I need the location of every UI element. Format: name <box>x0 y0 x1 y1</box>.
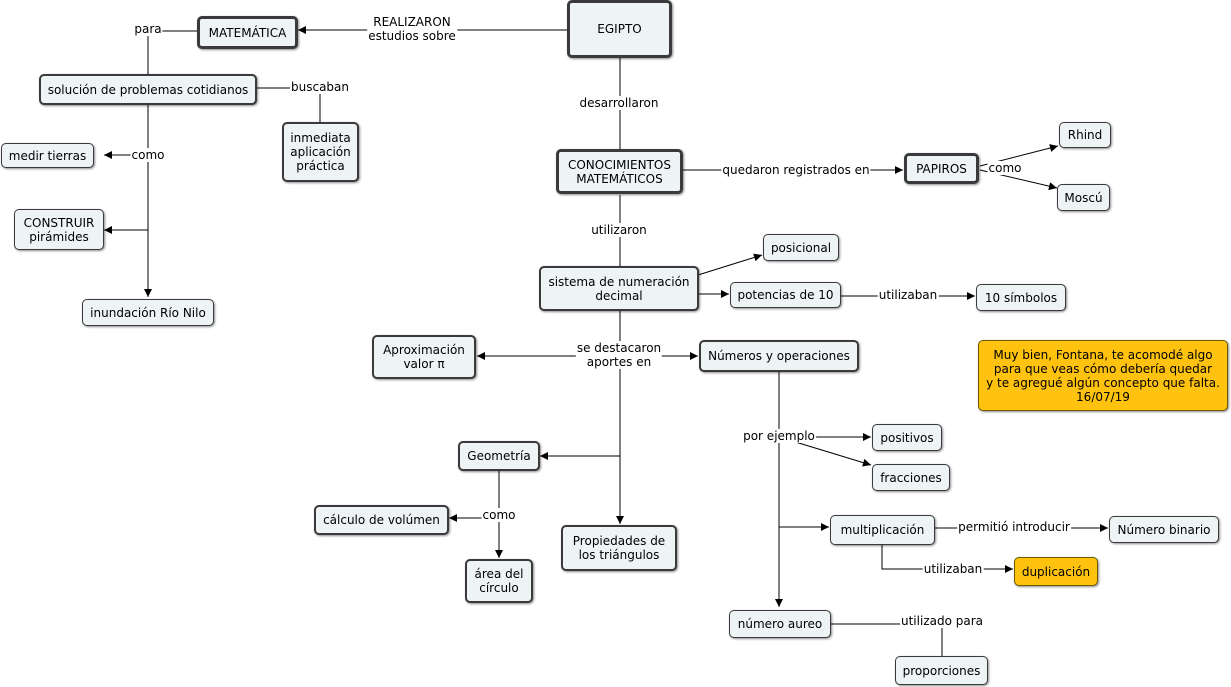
concept-simbolos-label: 10 símbolos <box>984 290 1058 305</box>
concept-fracciones-label: fracciones <box>880 470 942 485</box>
concept-construir[interactable]: CONSTRUIR pirámides <box>14 209 104 250</box>
concept-proporciones-label: proporciones <box>902 663 981 678</box>
concept-proporciones[interactable]: proporciones <box>895 656 988 685</box>
link-label-permitio: permitió introducir <box>957 520 1071 534</box>
link-label-por-ejemplo: por ejemplo <box>742 429 816 443</box>
link-label-utilizaban-2: utilizaban <box>922 562 984 576</box>
concept-numero-aureo[interactable]: número aureo <box>729 610 831 638</box>
link-sistema-posicional <box>697 253 763 276</box>
link-label-quedaron: quedaron registrados en <box>721 163 871 177</box>
concept-posicional[interactable]: posicional <box>763 234 839 261</box>
concept-medir-label: medir tierras <box>8 148 87 163</box>
link-label-como-2: como <box>987 161 1023 175</box>
concept-egipto[interactable]: EGIPTO <box>567 0 672 58</box>
concept-moscu[interactable]: Moscú <box>1057 184 1110 211</box>
concept-geometria-label: Geometría <box>467 449 531 463</box>
concept-multiplicacion[interactable]: multiplicación <box>830 515 935 545</box>
concept-moscu-label: Moscú <box>1064 190 1103 205</box>
link-label-destacaron: se destacaron aportes en <box>575 341 663 369</box>
concept-numeros-operaciones[interactable]: Números y operaciones <box>699 340 859 372</box>
teacher-note-text: Muy bien, Fontana, te acomodé algo para … <box>986 347 1220 404</box>
concept-aproximacion-label: Aproximación valor π <box>383 343 465 371</box>
concept-conocimientos-label: CONOCIMIENTOS MATEMÁTICOS <box>567 157 671 186</box>
concept-numeros-label: Números y operaciones <box>708 349 850 363</box>
concept-medir-tierras[interactable]: medir tierras <box>1 143 94 168</box>
concept-construir-label: CONSTRUIR pirámides <box>23 215 95 244</box>
concept-inundacion[interactable]: inundación Río Nilo <box>82 299 214 326</box>
link-label-buscaban: buscaban <box>289 80 351 94</box>
concept-area-circulo[interactable]: área del círculo <box>465 559 533 603</box>
concept-multiplicacion-label: multiplicación <box>840 523 925 537</box>
concept-matematica[interactable]: MATEMÁTICA <box>197 16 298 49</box>
concept-conocimientos[interactable]: CONOCIMIENTOS MATEMÁTICOS <box>556 149 683 194</box>
concept-geometria[interactable]: Geometría <box>458 441 540 471</box>
concept-fracciones[interactable]: fracciones <box>872 464 950 491</box>
concept-matematica-label: MATEMÁTICA <box>208 25 287 40</box>
concept-binario-label: Número binario <box>1117 522 1211 537</box>
teacher-note: Muy bien, Fontana, te acomodé algo para … <box>978 340 1228 411</box>
concept-triangulos-label: Propiedades de los triángulos <box>572 534 666 562</box>
link-label-como-1: como <box>130 148 166 162</box>
concept-papiros-label: PAPIROS <box>916 161 967 176</box>
link-label-utilizado: utilizado para <box>900 614 984 628</box>
concept-aproximacion[interactable]: Aproximación valor π <box>372 335 476 379</box>
link-label-desarrollaron: desarrollaron <box>578 96 660 110</box>
concept-egipto-label: EGIPTO <box>597 22 642 36</box>
link-label-utilizaban-1: utilizaban <box>877 288 939 302</box>
concept-solucion[interactable]: solución de problemas cotidianos <box>39 74 257 105</box>
concept-10-simbolos[interactable]: 10 símbolos <box>976 284 1066 311</box>
concept-posicional-label: posicional <box>770 240 832 255</box>
link-label-utilizaron: utilizaron <box>590 223 648 237</box>
concept-inundacion-label: inundación Río Nilo <box>90 305 206 320</box>
link-label-para: para <box>133 22 163 36</box>
link-aureo-proporciones <box>831 623 943 656</box>
concept-duplicacion[interactable]: duplicación <box>1014 557 1098 586</box>
concept-sistema-label: sistema de numeración decimal <box>548 274 690 303</box>
link-label-realizaron: REALIZARON estudios sobre <box>367 15 457 43</box>
concept-numero-binario[interactable]: Número binario <box>1109 516 1219 543</box>
concept-volumen[interactable]: cálculo de volúmen <box>314 505 449 535</box>
link-label-como-3: como <box>481 508 517 522</box>
concept-sistema-numeracion[interactable]: sistema de numeración decimal <box>539 266 699 311</box>
concept-positivos[interactable]: positivos <box>872 424 942 451</box>
concept-area-label: área del círculo <box>474 567 524 595</box>
concept-volumen-label: cálculo de volúmen <box>323 513 440 527</box>
concept-papiros[interactable]: PAPIROS <box>904 153 979 184</box>
concept-positivos-label: positivos <box>880 430 934 445</box>
link-matematica-solucion <box>147 30 198 74</box>
concept-rhind-label: Rhind <box>1067 128 1103 142</box>
concept-inmediata-label: inmediata aplicación práctica <box>290 131 351 173</box>
concept-solucion-label: solución de problemas cotidianos <box>47 82 249 97</box>
concept-triangulos[interactable]: Propiedades de los triángulos <box>561 525 677 571</box>
concept-inmediata[interactable]: inmediata aplicación práctica <box>282 122 359 182</box>
concept-rhind[interactable]: Rhind <box>1059 122 1111 148</box>
concept-duplicacion-label: duplicación <box>1021 564 1091 579</box>
concept-potencias[interactable]: potencias de 10 <box>730 282 841 308</box>
concept-aureo-label: número aureo <box>737 617 823 631</box>
concept-potencias-label: potencias de 10 <box>737 288 834 302</box>
